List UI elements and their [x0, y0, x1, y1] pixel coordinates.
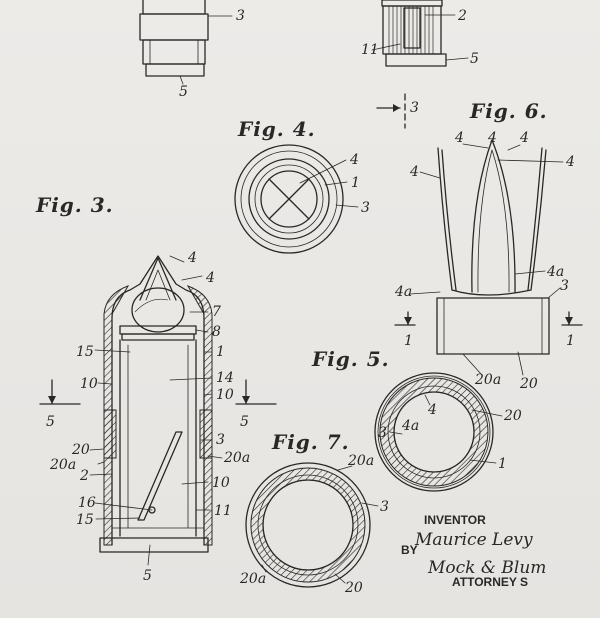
ref-numeral: 14 [216, 370, 234, 386]
attorneys-label: ATTORNEY S [452, 575, 528, 589]
ref-numeral: 5 [470, 51, 479, 67]
inventor-label: INVENTOR [424, 513, 486, 527]
ref-numeral: 4 [565, 154, 575, 170]
figure-4 [234, 144, 359, 254]
figure-6 [394, 139, 583, 376]
ref-numeral: 4a [546, 264, 564, 280]
ref-numeral: 5 [143, 568, 152, 584]
ref-numeral: 4 [487, 130, 497, 146]
ref-numeral: 20a [223, 450, 250, 466]
ref-numeral: 15 [76, 512, 94, 528]
ref-numeral: 7 [212, 304, 221, 320]
ref-numeral: 11 [214, 503, 232, 519]
ref-numeral: 4 [409, 164, 419, 180]
ref-numeral: 20a [239, 571, 266, 587]
ref-numeral: 20 [71, 442, 90, 458]
ref-numeral: 4 [519, 130, 529, 146]
ref-numeral: 20 [344, 580, 363, 596]
top-left-elevation [139, 0, 233, 85]
ref-numeral: 4a [394, 284, 412, 300]
figure-label: Fig. 5. [311, 347, 390, 371]
ref-numeral: 1 [351, 175, 360, 191]
ref-numeral: 4 [205, 270, 215, 286]
ref-numeral: 2 [79, 468, 89, 484]
figure-label: Fig. 4. [237, 117, 316, 141]
ref-numeral: 4 [454, 130, 464, 146]
ref-numeral: 3 [410, 100, 419, 116]
ref-numeral: 3 [216, 432, 225, 448]
ref-numeral: 20 [519, 376, 538, 392]
ref-numeral: 3 [560, 278, 569, 294]
ref-numeral: 10 [216, 387, 234, 403]
ref-numeral: 20a [347, 453, 374, 469]
figure-label: Fig. 6. [469, 99, 548, 123]
top-right-section [371, 0, 469, 129]
ref-numeral: 20a [474, 372, 501, 388]
ref-numeral: 16 [78, 495, 96, 511]
ref-numeral: 4 [349, 152, 359, 168]
ref-numeral: 5 [179, 84, 188, 100]
figure-3 [39, 255, 277, 566]
figure-5 [374, 372, 503, 492]
by-label: BY [401, 543, 418, 557]
attorney-signature: Mock & Blum [427, 558, 546, 578]
inventor-signature: Maurice Levy [414, 530, 533, 550]
ref-numeral: 8 [212, 324, 221, 340]
ref-numeral: 11 [361, 42, 379, 58]
ref-numeral: 3 [361, 200, 370, 216]
ref-numeral: 2 [457, 8, 467, 24]
ref-numeral: 20 [503, 408, 522, 424]
ref-numeral: 1 [216, 344, 225, 360]
ref-numeral: 5 [240, 414, 249, 430]
ref-numeral: 5 [46, 414, 55, 430]
ref-numeral: 1 [498, 456, 507, 472]
ref-numeral: 15 [76, 344, 94, 360]
ref-numeral: 1 [404, 333, 413, 349]
ref-numeral: 4a [401, 418, 419, 434]
ref-numeral: 1 [566, 333, 575, 349]
ref-numeral: 4 [427, 402, 437, 418]
ref-numeral: 4 [187, 250, 197, 266]
figure-label: Fig. 3. [35, 193, 114, 217]
figure-label: Fig. 7. [271, 430, 350, 454]
ref-numeral: 3 [380, 499, 389, 515]
ref-numeral: 3 [378, 425, 387, 441]
ref-numeral: 10 [212, 475, 230, 491]
figure-7 [245, 462, 379, 588]
ref-numeral: 10 [80, 376, 98, 392]
ref-numeral: 20a [49, 457, 76, 473]
ref-numeral: 3 [236, 8, 245, 24]
